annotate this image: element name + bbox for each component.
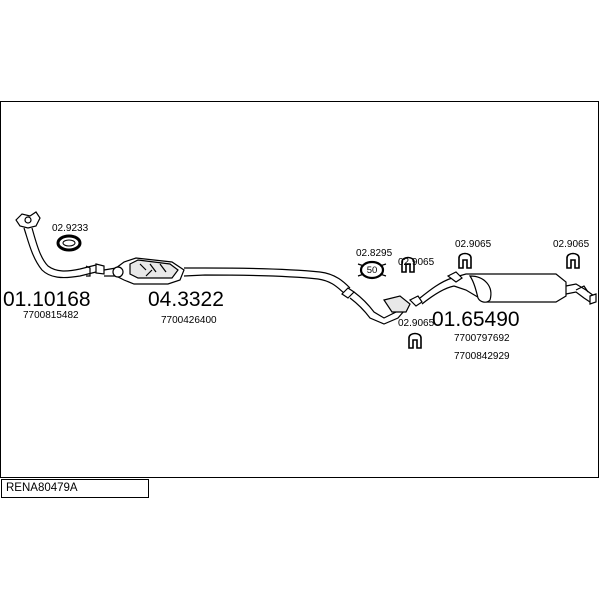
front-pipe-oe-number: 7700815482 — [23, 310, 79, 321]
silencer-oe-number-2: 7700842929 — [454, 351, 510, 362]
catalyst-part-number: 04.3322 — [148, 288, 224, 311]
diagram-frame — [0, 101, 599, 478]
hanger-a-part-number: 02.9065 — [398, 257, 435, 268]
silencer-oe-number-1: 7700797692 — [454, 333, 510, 344]
hanger-b-part-number: 02.9065 — [455, 239, 492, 250]
gasket-ring-drawing — [56, 234, 82, 252]
hanger-a-drawing — [401, 256, 415, 273]
reference-box: RENA80479A — [1, 479, 149, 498]
hanger-c-drawing — [566, 252, 580, 269]
clamp-part-number: 02.8295 — [356, 248, 393, 259]
middle-pipe-drawing — [341, 277, 455, 325]
clamp-drawing — [357, 260, 387, 280]
catalyst-oe-number: 7700426400 — [161, 315, 217, 326]
hanger-d-part-number: 02.9065 — [398, 318, 435, 329]
front-pipe-part-number: 01.10168 — [3, 288, 91, 311]
catalyst-drawing — [103, 257, 351, 294]
rear-silencer-drawing — [446, 271, 597, 305]
hanger-b-drawing — [458, 252, 472, 269]
hanger-d-drawing — [408, 332, 422, 349]
hanger-c-part-number: 02.9065 — [553, 239, 590, 250]
clamp-size-label: 50 — [367, 265, 378, 276]
gasket-part-number: 02.9233 — [52, 223, 89, 234]
silencer-part-number: 01.65490 — [432, 308, 520, 331]
reference-code: RENA80479A — [6, 482, 78, 494]
front-pipe-drawing — [15, 211, 105, 279]
